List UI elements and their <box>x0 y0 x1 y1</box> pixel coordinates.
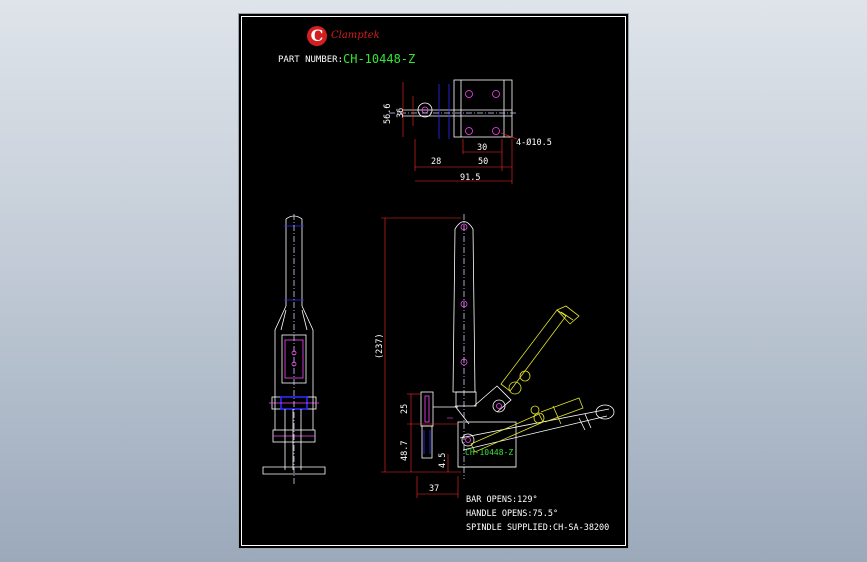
handle-pivot <box>461 433 475 447</box>
front-view <box>262 214 326 484</box>
part-number-value: CH-10448-Z <box>343 52 416 66</box>
drawing-border <box>241 16 626 546</box>
main-bar <box>452 221 476 393</box>
note-spindle: SPINDLE SUPPLIED:CH-SA-38200 <box>466 523 610 533</box>
handle-grip-end <box>595 404 615 420</box>
dim-48-7: 48.7 <box>400 441 410 461</box>
dim-36: 36 <box>396 108 406 118</box>
drawing-sheet: C Clamptek PART NUMBER: CH-10448-Z <box>238 13 629 549</box>
open-position <box>470 305 584 453</box>
mounting-hole <box>465 90 473 98</box>
front-bar <box>285 219 303 306</box>
note-bar-opens: BAR OPENS:129° <box>466 495 538 505</box>
logo-mark: C <box>307 26 327 46</box>
top-view-dimensions <box>402 82 518 184</box>
side-view <box>420 214 615 479</box>
clamp-drawing: 56.6 36 30 28 50 4-Ø10.5 91.5 <box>262 79 615 498</box>
dim-37: 37 <box>429 484 439 494</box>
part-number-label: PART NUMBER: <box>278 55 344 65</box>
dim-4-5: 4.5 <box>438 453 448 468</box>
top-view <box>389 79 517 139</box>
front-base <box>262 466 326 475</box>
front-yoke <box>274 305 314 376</box>
dim-237: (237) <box>375 333 385 359</box>
dim-56-6: 56.6 <box>383 104 393 124</box>
dim-91-5: 91.5 <box>460 173 480 183</box>
mounting-hole <box>492 90 500 98</box>
mounting-hole <box>492 127 500 135</box>
dim-50: 50 <box>478 157 488 167</box>
spindle <box>421 425 433 459</box>
top-plate-outline <box>453 79 513 138</box>
bar-bracket <box>455 391 477 407</box>
dim-30: 30 <box>477 143 487 153</box>
plate-part-number: CH-10448-Z <box>465 448 513 457</box>
dim-25: 25 <box>400 404 410 414</box>
link-arm <box>473 385 512 413</box>
dim-28: 28 <box>431 157 441 167</box>
note-handle-opens: HANDLE OPENS:75.5° <box>466 509 559 519</box>
mounting-hole <box>465 127 473 135</box>
side-view-dimensions <box>381 217 461 498</box>
logo-brand: Clamptek <box>331 30 380 41</box>
top-pivot-outer <box>417 102 433 118</box>
dim-holes: 4-Ø10.5 <box>516 137 552 148</box>
spindle-clamp <box>420 391 434 427</box>
